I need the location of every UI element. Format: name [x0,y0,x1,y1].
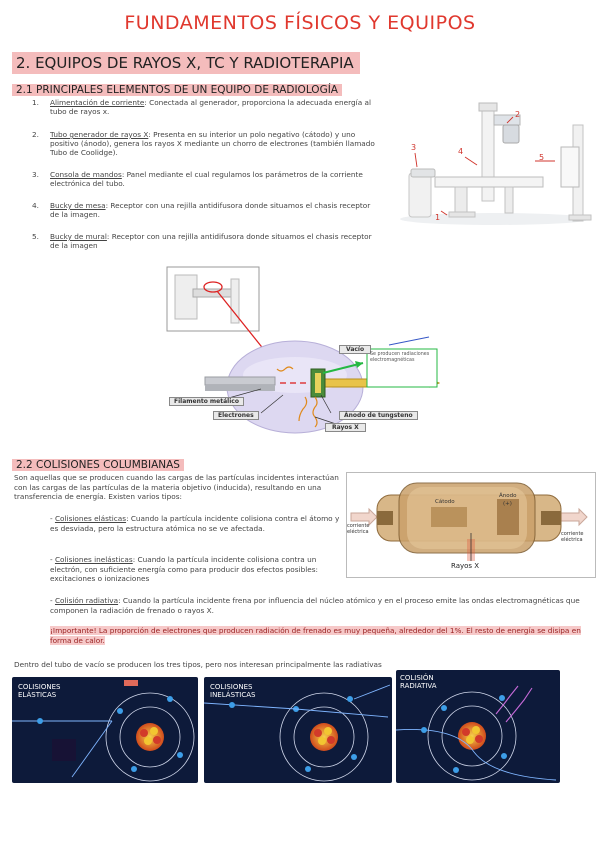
list-item: 3. Consola de mandos: Panel mediante el … [32,170,363,188]
intro-paragraph: Son aquellas que se producen cuando las … [14,473,339,501]
item-text: : Panel mediante el cual regulamos los p… [50,170,363,188]
list-item: 1. Alimentación de corriente: Conectada … [32,98,371,116]
page-title: FUNDAMENTOS FÍSICOS Y EQUIPOS [124,12,476,34]
label-note: Se producen radiaciones electromagnética… [370,352,430,363]
footer-line: Dentro del tubo de vacío se producen los… [14,660,382,669]
photo-label-anodo-sign: (+) [503,501,512,507]
equipment-label-1: 1 [435,213,441,222]
label-vacio: Vacío [339,345,372,354]
xray-tube-diagram: Vacío Se producen radiaciones electromag… [165,265,441,445]
panel-radiative-label: COLISIÓN RADIATIVA [400,674,437,690]
item-text: : Conectada al generador, proporciona la… [50,98,371,116]
panel-elastic-label: COLISIONES ELÁSTICAS [18,683,61,699]
panel-radiative: COLISIÓN RADIATIVA [396,670,560,783]
equipment-label-4: 4 [458,147,464,156]
item-text: : Receptor con una rejilla antidifusora … [50,232,372,250]
list-item: 5. Bucky de mural: Receptor con una reji… [32,232,372,250]
xray-equipment-illustration: 2 4 3 5 1 [395,95,595,227]
section-heading: 2. EQUIPOS DE RAYOS X, TC Y RADIOTERAPIA [12,52,360,74]
list-item: 4. Bucky de mesa: Receptor con una rejil… [32,201,371,219]
item-term: Bucky de mesa [50,201,106,210]
photo-label-anodo: Ánodo [499,493,517,499]
collision-elastic-item: - Colisiones elásticas: Cuando la partíc… [50,514,340,533]
panel-elastic: COLISIONES ELÁSTICAS [12,677,198,783]
xray-tube-photo: corriente eléctrica corriente eléctrica … [346,472,596,578]
equipment-label-2: 2 [515,110,521,119]
item-term: Tubo generador de rayos X [50,130,149,139]
subsection-heading-2-1: 2.1 PRINCIPALES ELEMENTOS DE UN EQUIPO D… [12,84,342,96]
photo-label-rayos: Rayos X [451,562,480,570]
label-filamento: Filamento metálico [169,397,244,406]
collision-inelastic-item: - Colisiones inelásticas: Cuando la part… [50,555,319,583]
photo-label-catodo: Cátodo [435,499,455,505]
item-term: Alimentación de corriente [50,98,145,107]
label-electrones: Electrones [213,411,259,420]
panel-inelastic: COLISIONES INELÁSTICAS [204,677,392,783]
equipment-label-5: 5 [539,153,545,162]
equipment-label-3: 3 [411,143,417,152]
collision-radiative-item: - Colisión radiativa: Cuando la partícul… [50,596,580,615]
subsection-heading-2-2: 2.2 COLISIONES COLUMBIANAS [12,459,184,471]
item-term: Bucky de mural [50,232,107,241]
item-text: : Receptor con una rejilla antidifusora … [50,201,371,219]
panel-inelastic-label: COLISIONES INELÁSTICAS [210,683,256,699]
photo-label-corriente-right: corriente eléctrica [561,531,584,543]
label-anodo: Ánodo de tungsteno [339,411,418,420]
photo-label-corriente-left: corriente eléctrica [347,523,370,535]
label-rayos: Rayos X [325,423,366,432]
list-item: 2. Tubo generador de rayos X: Presenta e… [32,130,375,157]
item-text: : Presenta en su interior un polo negati… [50,130,375,157]
important-note: ¡Importante! La proporción de electrones… [50,626,581,645]
item-term: Consola de mandos [50,170,122,179]
